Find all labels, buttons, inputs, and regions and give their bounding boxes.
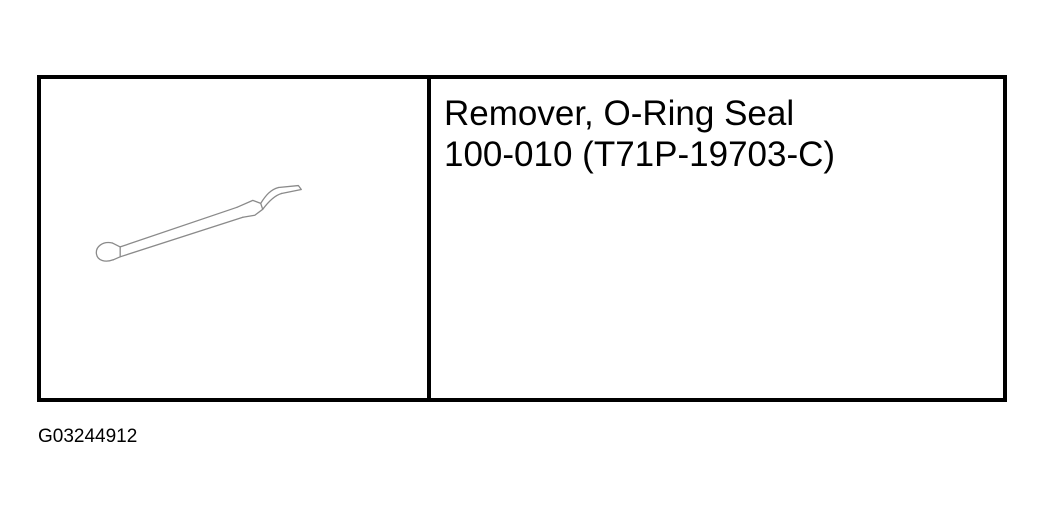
- tool-illustration-cell: [41, 79, 431, 398]
- special-tool-table: Remover, O-Ring Seal 100-010 (T71P-19703…: [37, 75, 1007, 402]
- tool-number: 100-010 (T71P-19703-C): [444, 135, 836, 174]
- figure-id: G03244912: [38, 426, 138, 447]
- tool-name: Remover, O-Ring Seal: [444, 94, 795, 133]
- tool-description-cell: Remover, O-Ring Seal 100-010 (T71P-19703…: [431, 79, 1003, 398]
- o-ring-seal-remover-icon: [95, 184, 302, 262]
